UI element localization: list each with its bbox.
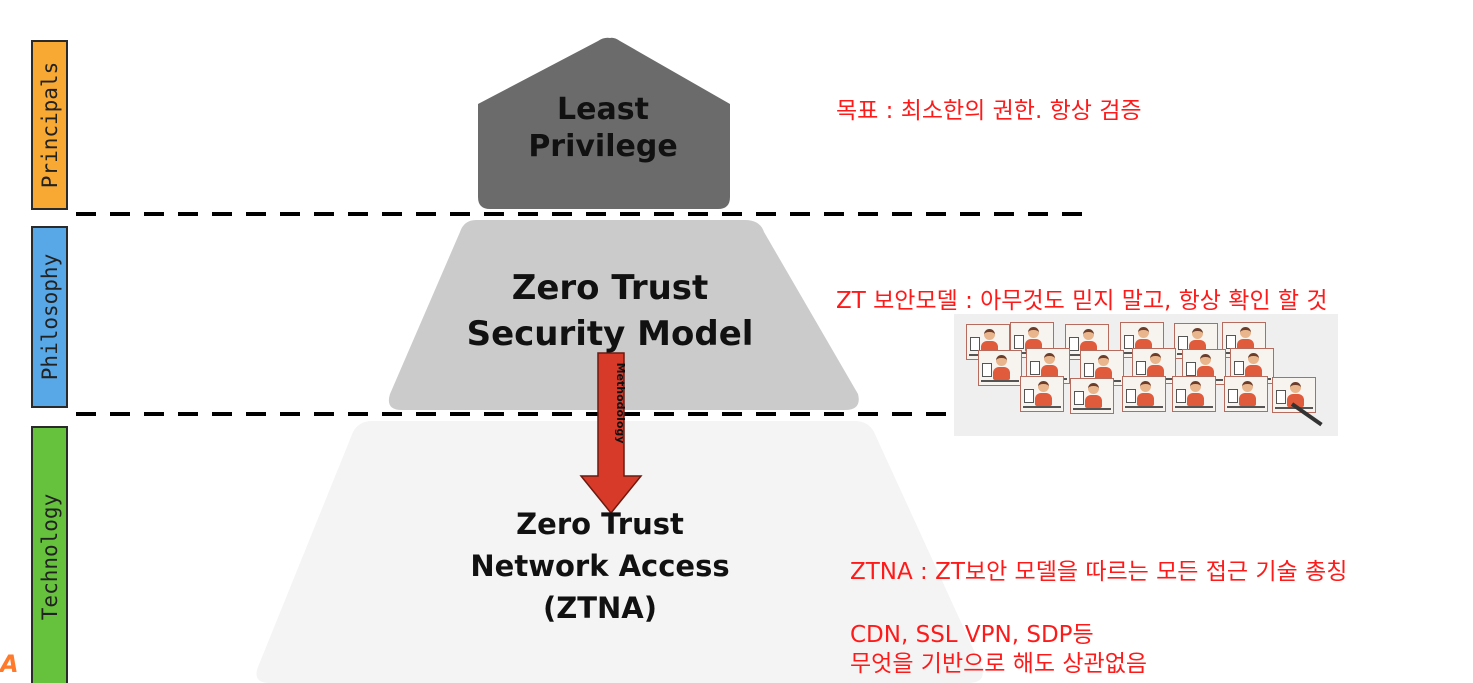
- tier-tab-principals-label: Principals: [37, 61, 62, 189]
- worker-screen: [1226, 335, 1236, 349]
- worker-head: [1192, 328, 1203, 339]
- worker-desk: [1227, 406, 1265, 408]
- worker-screen: [1014, 335, 1024, 349]
- worker-tile: [1020, 376, 1064, 412]
- workers-illustration: [954, 314, 1338, 436]
- worker-screen: [1030, 361, 1040, 375]
- worker-screen: [1234, 361, 1244, 375]
- tier-tab-philosophy: Philosophy: [31, 226, 68, 408]
- worker-tile: [1224, 376, 1268, 412]
- pyramid-top-line2: Privilege: [528, 128, 678, 164]
- worker-screen: [1074, 391, 1084, 405]
- note-ztna-examples: CDN, SSL VPN, SDP등 무엇을 기반으로 해도 상관없음: [850, 621, 1147, 679]
- worker-screen: [1178, 336, 1188, 350]
- pyramid-middle-line2: Security Model: [466, 313, 754, 354]
- note-ztna: ZTNA : ZT보안 모델을 따르는 모든 접근 기술 총칭: [850, 559, 1348, 585]
- tier-tab-technology: Technology: [31, 426, 68, 683]
- worker-body: [1137, 393, 1154, 406]
- worker-body: [1035, 393, 1052, 406]
- worker-screen: [1228, 389, 1238, 403]
- worker-screen: [1136, 361, 1146, 375]
- worker-body: [1197, 366, 1214, 379]
- worker-head: [1248, 353, 1259, 364]
- tier-tab-principals: Principals: [31, 40, 68, 210]
- worker-screen: [1176, 389, 1186, 403]
- worker-body: [1095, 367, 1112, 380]
- pyramid-middle-line1: Zero Trust: [511, 268, 709, 308]
- methodology-arrow-label: Methodology: [614, 362, 628, 444]
- pyramid-top-line1: Least: [557, 92, 649, 127]
- worker-head: [1138, 327, 1149, 338]
- worker-screen: [1069, 337, 1079, 351]
- worker-tile: [1172, 376, 1216, 412]
- worker-body: [1147, 365, 1164, 378]
- note-ztna-examples-line2: 무엇을 기반으로 해도 상관없음: [850, 650, 1148, 677]
- worker-head: [1098, 355, 1109, 366]
- worker-head: [1290, 382, 1301, 393]
- pyramid-top-tier: [478, 37, 730, 209]
- worker-head: [1200, 354, 1211, 365]
- worker-body: [1187, 393, 1204, 406]
- worker-head: [1044, 353, 1055, 364]
- worker-desk: [981, 380, 1019, 382]
- note-ztna-examples-line1: CDN, SSL VPN, SDP등: [850, 622, 1094, 648]
- pyramid-bottom-line1: Zero Trust: [516, 507, 684, 541]
- tier-tab-technology-label: Technology: [37, 493, 62, 621]
- worker-body: [1085, 395, 1102, 408]
- corner-mark: A: [0, 650, 19, 678]
- worker-body: [1239, 393, 1256, 406]
- worker-head: [984, 329, 995, 340]
- pyramid-middle-tier: [388, 220, 859, 410]
- worker-desk: [1073, 408, 1111, 410]
- pyramid-bottom-line3: (ZTNA): [542, 591, 658, 626]
- worker-head: [1242, 381, 1253, 392]
- pyramid-bottom-line2: Network Access: [470, 549, 730, 584]
- note-principals: 목표 : 최소한의 권한. 항상 검증: [836, 98, 1142, 124]
- worker-head: [1240, 327, 1251, 338]
- worker-screen: [1276, 390, 1286, 404]
- worker-head: [1190, 381, 1201, 392]
- pyramid-bottom-label: Zero Trust Network Access (ZTNA): [420, 503, 780, 629]
- pyramid-bottom-tier: [256, 421, 983, 683]
- worker-tile: [1070, 378, 1114, 414]
- worker-body: [1245, 365, 1262, 378]
- worker-head: [1140, 381, 1151, 392]
- worker-screen: [1084, 363, 1094, 377]
- worker-desk: [1175, 406, 1213, 408]
- worker-desk: [1125, 406, 1163, 408]
- worker-desk: [1023, 406, 1061, 408]
- worker-head: [1083, 329, 1094, 340]
- pyramid-middle-label: Zero Trust Security Model: [430, 266, 790, 358]
- worker-body: [993, 367, 1010, 380]
- note-philosophy: ZT 보안모델 : 아무것도 믿지 말고, 항상 확인 할 것: [836, 288, 1328, 314]
- worker-screen: [1186, 362, 1196, 376]
- worker-tile: [1122, 376, 1166, 412]
- worker-head: [1088, 383, 1099, 394]
- worker-screen: [1124, 335, 1134, 349]
- worker-head: [1028, 327, 1039, 338]
- worker-screen: [982, 363, 992, 377]
- worker-tile: [978, 350, 1022, 386]
- worker-screen: [970, 337, 980, 351]
- worker-body: [1041, 365, 1058, 378]
- worker-screen: [1024, 389, 1034, 403]
- methodology-arrow: [579, 352, 643, 515]
- worker-head: [1150, 353, 1161, 364]
- pyramid-top-label: Least Privilege: [478, 92, 728, 165]
- worker-screen: [1126, 389, 1136, 403]
- worker-head: [996, 355, 1007, 366]
- tier-tab-philosophy-label: Philosophy: [37, 253, 62, 381]
- worker-head: [1038, 381, 1049, 392]
